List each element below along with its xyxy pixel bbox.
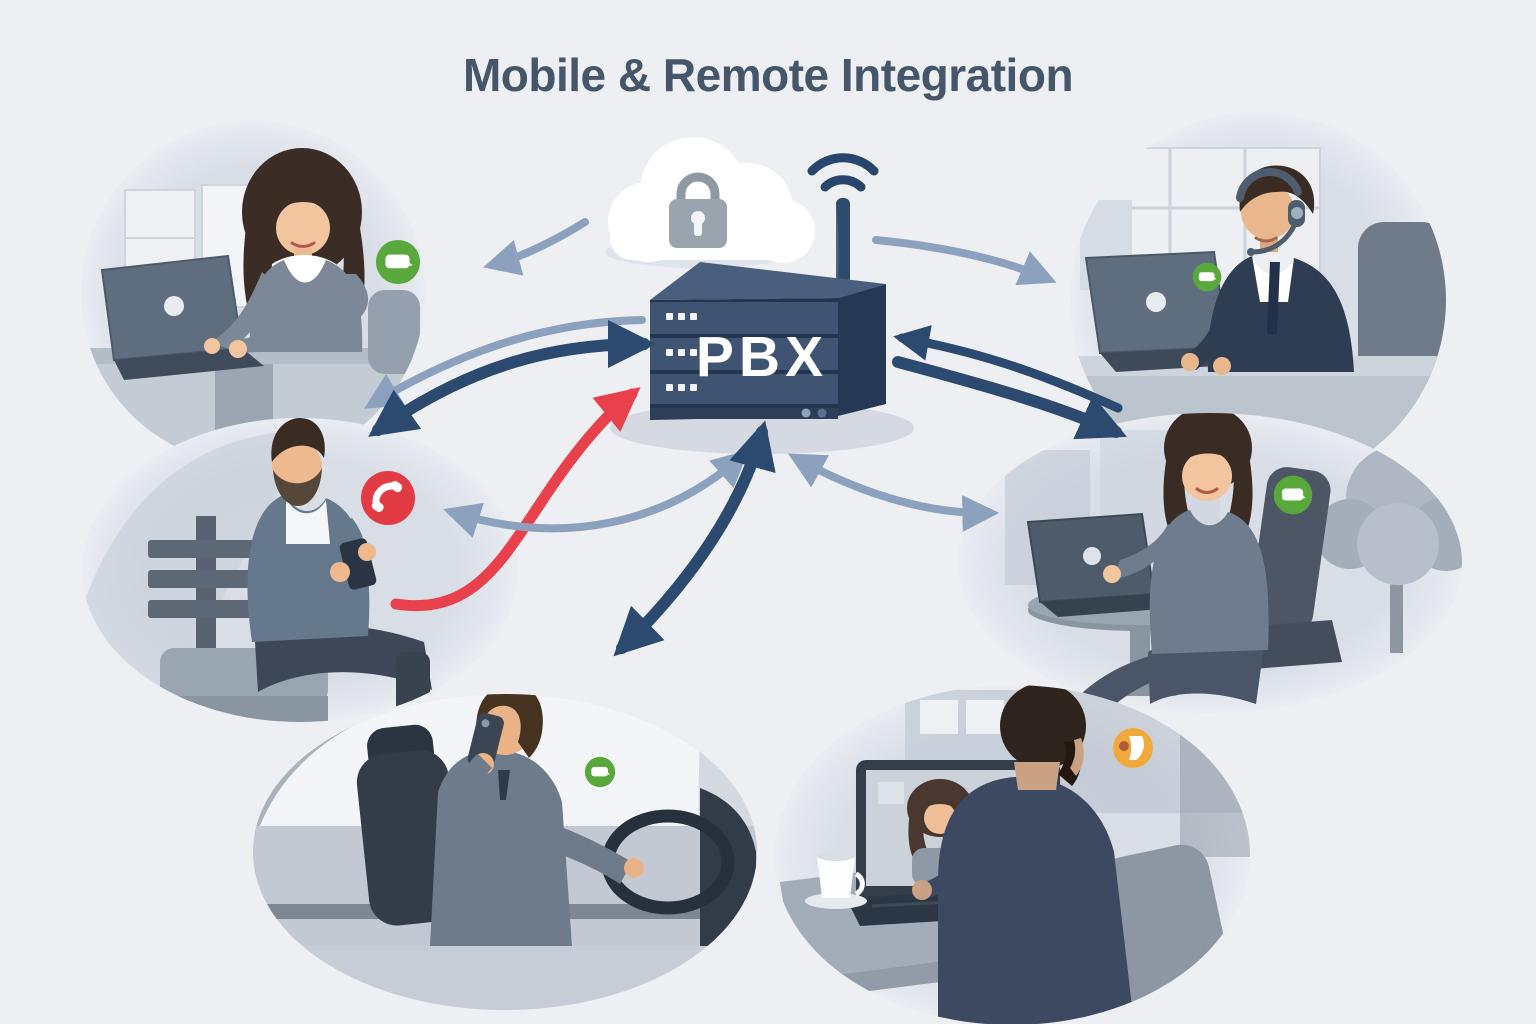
wifi-signal-icon — [807, 153, 879, 192]
chat-bubble-icon — [1192, 262, 1222, 292]
arrow-topleft-pbx-two-way — [368, 320, 656, 437]
smartphone-icon — [467, 712, 504, 769]
document-icon — [1113, 728, 1153, 768]
arrow-pbx-to-midright — [892, 356, 1127, 440]
status-badges — [361, 239, 1313, 788]
bench — [148, 516, 328, 722]
arrow-midright-to-pbx — [893, 325, 1123, 413]
cloud-icon — [605, 137, 815, 268]
arrow-pbx-bottom-two-way — [613, 420, 776, 657]
scene-man-smartphone-bench — [82, 418, 518, 722]
arrow-cloud-to-topleft — [483, 218, 589, 276]
scene-video-call — [774, 685, 1250, 1024]
chat-bubble-icon — [1273, 475, 1313, 515]
led-indicators — [666, 313, 697, 391]
arrow-pbx-midright-two-way — [787, 453, 1000, 532]
chair — [1249, 467, 1331, 634]
phone-call-icon — [361, 471, 415, 525]
person-woman — [204, 148, 369, 358]
chat-bubble-icon — [375, 239, 421, 285]
person-woman-outdoor — [1058, 413, 1269, 713]
lock-icon — [669, 172, 727, 248]
person-man-phone — [247, 418, 432, 722]
pbx-server: PBX — [610, 153, 914, 454]
chat-bubble-icon — [584, 756, 616, 788]
headset-icon — [1236, 168, 1305, 256]
scene-woman-laptop-outdoor — [958, 413, 1462, 713]
coffee-cup-icon — [805, 851, 867, 909]
connection-arrows — [364, 218, 1127, 657]
person-man-headset — [1178, 165, 1354, 375]
tree-icon — [1315, 446, 1462, 653]
person-man-driving — [430, 694, 644, 946]
chair — [368, 290, 420, 374]
antenna-icon — [836, 198, 850, 284]
page-title: Mobile & Remote Integration — [462, 49, 1074, 101]
arrow-cloud-to-topright — [872, 236, 1057, 286]
pbx-label: PBX — [696, 325, 828, 389]
scene-man-car-call — [253, 694, 757, 1010]
person-man-back — [912, 685, 1231, 1024]
